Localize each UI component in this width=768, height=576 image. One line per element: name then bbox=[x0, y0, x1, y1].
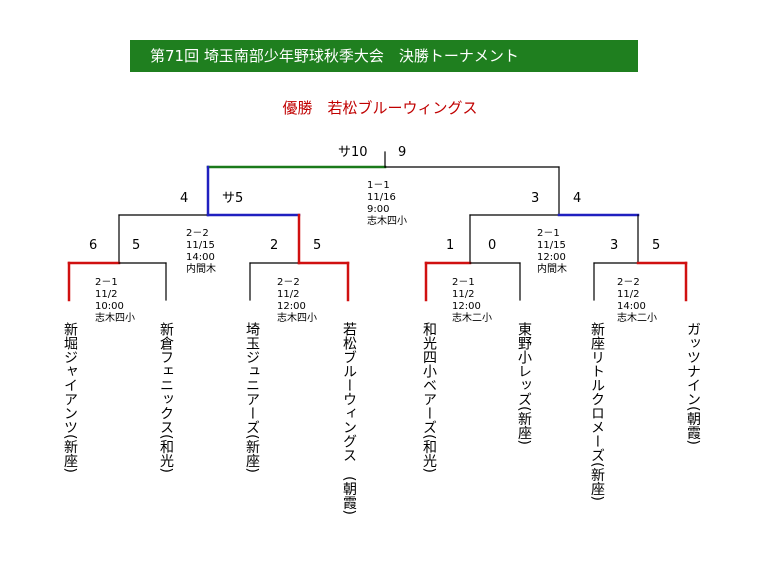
final-right-score: 9 bbox=[398, 145, 407, 160]
team-3-name: 埼玉ジュニアーズ(新座) bbox=[244, 322, 260, 473]
r1-match2-left-score: 2 bbox=[270, 238, 279, 253]
semi-right-left-score: 3 bbox=[531, 191, 540, 206]
tournament-title-banner: 第71回 埼玉南部少年野球秋季大会 決勝トーナメント bbox=[130, 40, 638, 72]
r1-match4-right-score: 5 bbox=[652, 238, 661, 253]
r1-match3-info: 2－1 11/2 12:00 志木二小 bbox=[452, 277, 492, 324]
final-match-info: 1－1 11/16 9:00 志木四小 bbox=[367, 180, 407, 227]
r1-match1-right-score: 5 bbox=[132, 238, 141, 253]
semi-left-right-score: サ5 bbox=[222, 191, 244, 206]
r1-match4-left-score: 3 bbox=[610, 238, 619, 253]
semi-right-match-info: 2－1 11/15 12:00 内間木 bbox=[537, 228, 567, 275]
semi-left-left-score: 4 bbox=[180, 191, 189, 206]
champion-announcement: 優勝 若松ブルーウィングス bbox=[282, 99, 478, 117]
team-6-name: 東野小レッズ(新座) bbox=[516, 322, 532, 445]
r1-match2-right-score: 5 bbox=[313, 238, 322, 253]
semi-right-right-score: 4 bbox=[573, 191, 582, 206]
team-8-name: ガッツナイン(朝霞) bbox=[685, 322, 701, 445]
r1-match3-left-score: 1 bbox=[446, 238, 455, 253]
team-1-name: 新堀ジャイアンツ(新座) bbox=[62, 322, 78, 473]
team-4-name: 若松ブルーウィングス (朝霞) bbox=[341, 322, 357, 515]
team-2-name: 新倉フェニックス(和光) bbox=[158, 322, 174, 473]
r1-match2-info: 2－2 11/2 12:00 志木四小 bbox=[277, 277, 317, 324]
final-left-score: サ10 bbox=[338, 145, 368, 160]
r1-match1-left-score: 6 bbox=[89, 238, 98, 253]
r1-match4-info: 2－2 11/2 14:00 志木二小 bbox=[617, 277, 657, 324]
r1-match1-info: 2－1 11/2 10:00 志木四小 bbox=[95, 277, 135, 324]
semi-left-match-info: 2－2 11/15 14:00 内間木 bbox=[186, 228, 216, 275]
r1-match3-right-score: 0 bbox=[488, 238, 497, 253]
team-5-name: 和光四小ベアーズ(和光) bbox=[421, 322, 437, 473]
team-7-name: 新座リトルクロメーズ(新座) bbox=[589, 322, 605, 501]
